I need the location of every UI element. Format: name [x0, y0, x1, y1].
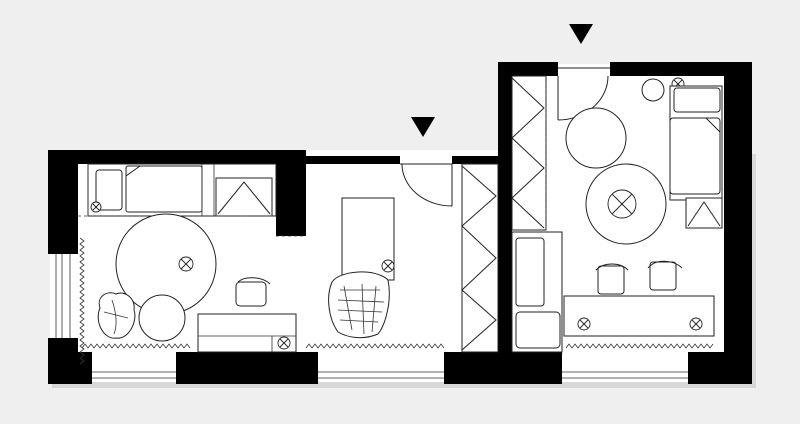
entrance-arrow-hall	[411, 117, 435, 137]
left-room	[78, 163, 297, 365]
daybed	[125, 165, 203, 213]
right-room	[511, 75, 723, 353]
window-bottom-1	[92, 371, 176, 379]
nightstand	[685, 197, 723, 229]
middle-room	[276, 163, 499, 353]
desk-lamp-icon	[277, 336, 291, 350]
pouf	[138, 294, 186, 342]
tall-wardrobe	[511, 75, 547, 231]
window-bottom-3	[562, 371, 688, 379]
window-bottom-2	[318, 371, 444, 379]
entrance-arrow-right-room	[569, 24, 593, 44]
window-left	[55, 254, 71, 338]
plant-pot	[641, 78, 665, 102]
lounge-chair	[328, 271, 390, 339]
side-table	[565, 107, 627, 169]
door-right-room	[557, 67, 610, 121]
table-lamp-icon	[178, 256, 194, 272]
chair-1	[597, 265, 625, 295]
bench-lamp-right-icon	[689, 317, 703, 331]
window-bench	[563, 295, 715, 337]
bench-lamp-icon	[381, 259, 395, 273]
bench-lamp-left-icon	[577, 317, 591, 331]
windows	[55, 254, 688, 379]
pendant-lamp-icon	[607, 189, 637, 219]
floor-lamp-icon	[90, 201, 102, 213]
door-hall	[400, 163, 453, 207]
walls	[48, 62, 752, 384]
chair	[235, 281, 267, 307]
wardrobe	[461, 163, 499, 353]
chair-2	[649, 261, 677, 291]
